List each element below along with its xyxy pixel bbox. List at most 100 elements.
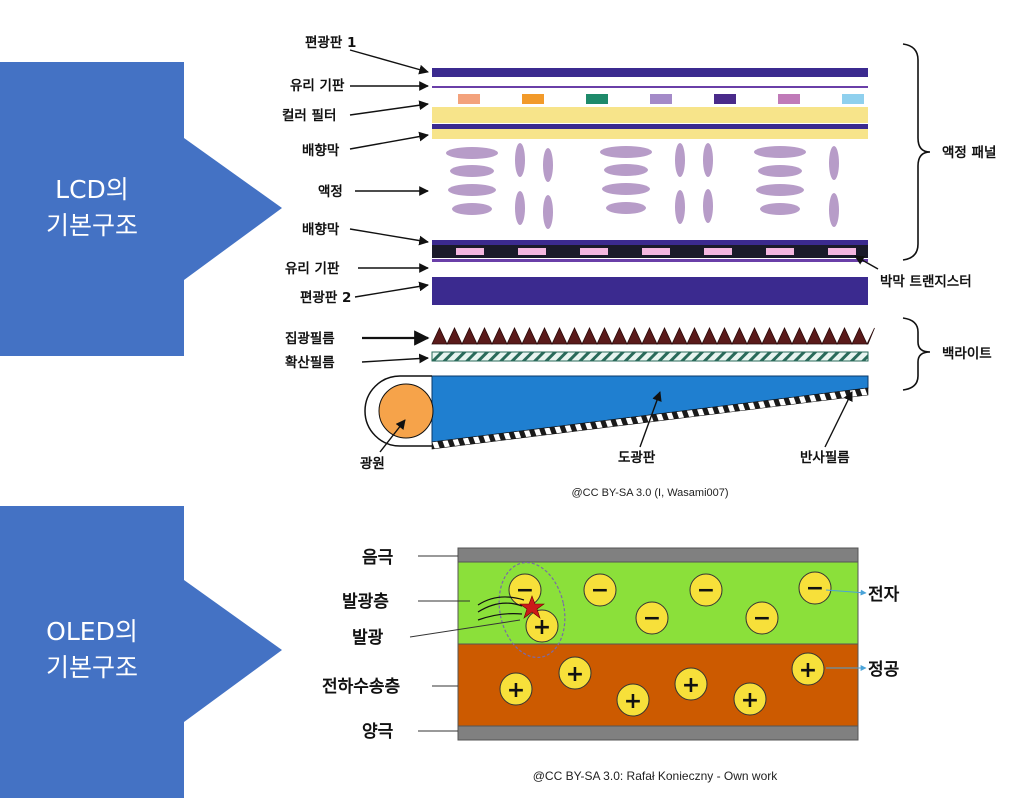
- electron-sign: −: [516, 578, 534, 603]
- hole-sign: +: [741, 688, 759, 713]
- oled-label-leaders: [409, 555, 867, 732]
- hole-particle: [616, 683, 650, 717]
- electron-particle: [745, 601, 779, 635]
- lc-molecule: [515, 191, 525, 225]
- hole-sign: +: [624, 689, 642, 714]
- lc-molecule: [602, 183, 650, 195]
- electron-particle: [689, 573, 723, 607]
- hole-particle: [674, 667, 708, 701]
- label-liquid-crystal: 액정: [318, 183, 343, 200]
- lc-molecule: [543, 195, 553, 229]
- lc-molecule: [448, 184, 496, 196]
- label-emissive-layer: 발광층: [342, 592, 389, 612]
- hole-particle: [558, 656, 592, 690]
- tft-cell: [580, 248, 608, 255]
- color-filter-cell: [458, 94, 480, 104]
- label-hole: 정공: [868, 660, 900, 680]
- lc-molecule: [606, 202, 646, 214]
- electron-particle: [583, 573, 617, 607]
- prism-film: [431, 327, 875, 345]
- color-filter-cell: [522, 94, 544, 104]
- label-cathode: 음극: [362, 548, 394, 568]
- tft-cell: [766, 248, 794, 255]
- electrons: −−−−−−: [508, 571, 832, 635]
- alignment-top-layer: [432, 129, 868, 139]
- hole-sign: +: [799, 658, 817, 683]
- oled-arrow-label-1: OLED의: [46, 617, 138, 646]
- oled-credit: @CC BY-SA 3.0: Rafał Konieczny - Own wor…: [533, 769, 779, 783]
- lcd-arrow: [0, 62, 282, 356]
- polarizer-2-layer: [432, 277, 868, 305]
- color-filter-band: [432, 107, 868, 123]
- label-light-source: 광원: [360, 455, 385, 472]
- lc-molecule: [754, 146, 806, 158]
- lc-molecule: [675, 190, 685, 224]
- lc-molecule: [543, 148, 553, 182]
- backlight-brace: [902, 317, 931, 391]
- lc-molecule: [604, 164, 648, 176]
- lc-molecule: [829, 146, 839, 180]
- label-electron: 전자: [868, 585, 900, 605]
- lc-molecule: [703, 189, 713, 223]
- electron-sign: −: [643, 606, 661, 631]
- label-alignment-bottom: 배향막: [302, 221, 340, 238]
- tft-cell: [518, 248, 546, 255]
- lcd-arrow-label-1: LCD의: [55, 175, 129, 204]
- lc-molecule: [760, 203, 800, 215]
- color-filter-cell: [586, 94, 608, 104]
- hole-particle: [525, 609, 559, 643]
- label-alignment-top: 배향막: [302, 142, 340, 159]
- lc-molecule: [452, 203, 492, 215]
- label-polarizer-1: 편광판 1: [305, 34, 356, 51]
- label-anode: 양극: [362, 722, 394, 742]
- lc-molecule: [829, 193, 839, 227]
- emission-rays: [477, 596, 525, 621]
- glass-bottom-layer: [432, 259, 868, 262]
- cathode-layer: [457, 547, 859, 563]
- tft-cell: [642, 248, 670, 255]
- label-color-filter: 컬러 필터: [282, 107, 336, 124]
- lc-molecule: [515, 143, 525, 177]
- glass-top-layer: [432, 86, 868, 88]
- label-glass-bottom: 유리 기판: [285, 261, 340, 277]
- tft-cell: [828, 248, 856, 255]
- label-diffuser-film: 확산필름: [285, 354, 335, 371]
- label-prism-film: 집광필름: [285, 330, 335, 347]
- label-emission: 발광: [352, 628, 384, 648]
- lcd-arrow-label-2: 기본구조: [46, 211, 138, 240]
- hole-sign: +: [566, 662, 584, 687]
- lcd-label-arrows: [349, 49, 879, 453]
- oled-arrow-label-2: 기본구조: [46, 653, 138, 682]
- label-light-guide: 도광판: [618, 449, 656, 466]
- label-polarizer-2: 편광판 2: [300, 289, 351, 306]
- lc-molecule: [758, 165, 802, 177]
- lcd-credit: @CC BY-SA 3.0 (I, Wasami007): [571, 487, 728, 499]
- label-backlight: 백라이트: [942, 345, 992, 362]
- lc-panel-brace: [902, 43, 931, 261]
- label-lc-panel: 액정 패널: [942, 144, 996, 161]
- label-reflector: 반사필름: [800, 449, 850, 466]
- tft-cell: [456, 248, 484, 255]
- liquid-crystal-molecules: [446, 143, 839, 229]
- color-filter-band-line: [432, 124, 868, 129]
- lc-molecule: [450, 165, 494, 177]
- label-glass-top: 유리 기판: [290, 78, 345, 94]
- color-filter-cell: [714, 94, 736, 104]
- color-filter-cell: [842, 94, 864, 104]
- electron-particle: [635, 601, 669, 635]
- label-tft: 박막 트랜지스터: [880, 273, 972, 290]
- lc-molecule: [675, 143, 685, 177]
- electron-sign: −: [806, 576, 824, 601]
- hole-particle: [499, 672, 533, 706]
- color-filter-cells: [458, 94, 864, 104]
- electron-particle: [798, 571, 832, 605]
- alignment-bottom-layer: [432, 240, 868, 245]
- lc-molecule: [703, 143, 713, 177]
- polarizer-1-layer: [432, 68, 868, 77]
- electron-sign: −: [591, 578, 609, 603]
- light-guide-plate: [431, 375, 869, 443]
- emission-star-icon: [519, 595, 545, 619]
- tft-cells: [456, 248, 856, 255]
- lc-molecule: [446, 147, 498, 159]
